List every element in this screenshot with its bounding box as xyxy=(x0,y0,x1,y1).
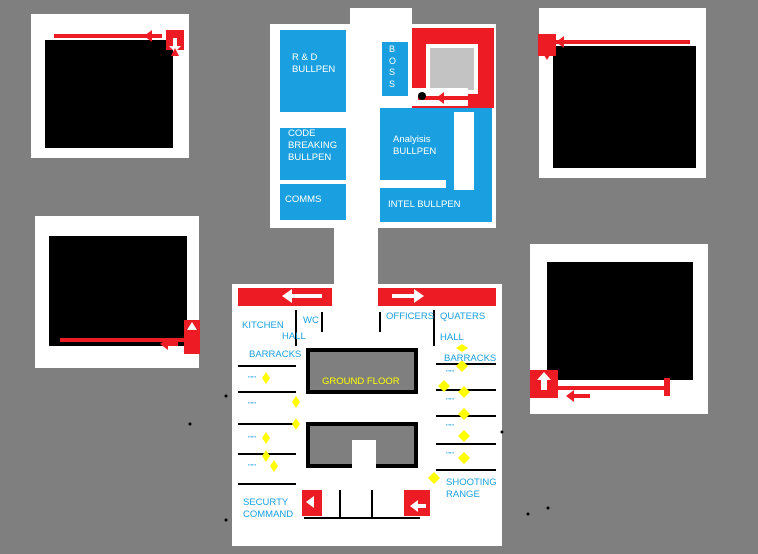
arrow-left-icon xyxy=(556,36,572,48)
label-barracks-left: BARRACKS xyxy=(249,349,302,360)
label-security-command: SECURTY COMMAND xyxy=(243,497,294,520)
label-intel: INTEL BULLPEN xyxy=(388,199,461,210)
room-comms xyxy=(280,184,346,220)
main-building-lower xyxy=(232,284,502,546)
arrow-right-icon xyxy=(306,496,314,508)
barracks-marker: '''''' xyxy=(248,464,257,471)
barracks-marker: '''''' xyxy=(446,452,455,459)
outbuilding-right xyxy=(530,244,708,414)
arrow-right-icon xyxy=(160,338,178,350)
label-hall-right: HALL xyxy=(440,332,464,343)
arrow-down-icon xyxy=(169,38,181,52)
outbuilding-left xyxy=(35,216,200,368)
barracks-marker: '''''' xyxy=(248,376,257,383)
label-wc: WC xyxy=(303,315,319,326)
label-officers: OFFICERS xyxy=(386,311,435,322)
label-code-breaking: CODE BREAKING BULLPEN xyxy=(288,128,338,163)
label-quarters: QUATERS xyxy=(440,311,486,322)
label-kitchen: KITCHEN xyxy=(242,320,284,331)
label-ground-floor: GROUND FLOOR xyxy=(322,376,400,387)
arrow-up-icon xyxy=(187,322,197,330)
room-code-breaking-bullpen xyxy=(280,128,346,180)
label-barracks-right: BARRACKS xyxy=(444,353,497,364)
arrow-left-icon xyxy=(436,92,452,104)
arrow-left-icon xyxy=(410,500,426,512)
label-hall-left: HALL xyxy=(282,331,306,342)
ground-floor-core xyxy=(310,352,414,390)
arrow-up-icon xyxy=(537,372,551,390)
label-rnd-bullpen: R & D BULLPEN xyxy=(292,52,336,75)
label-shooting-range: SHOOTING RANGE xyxy=(446,477,497,500)
label-comms: COMMS xyxy=(285,194,322,205)
arrow-right-icon xyxy=(144,30,158,42)
waypoint-markers-left xyxy=(262,372,300,472)
barracks-marker: '''''' xyxy=(446,370,455,377)
room-boss xyxy=(382,42,408,96)
arrow-left-icon xyxy=(282,289,322,303)
outbuilding-top-right xyxy=(538,8,706,178)
barracks-marker: '''''' xyxy=(446,424,455,431)
arrow-left-icon xyxy=(566,390,590,402)
arrow-down-icon xyxy=(542,52,552,60)
main-building-upper xyxy=(270,8,496,292)
label-analysis: Analyisis BULLPEN xyxy=(393,134,437,157)
barracks-marker: '''''' xyxy=(248,436,257,443)
room-intel-bullpen xyxy=(380,188,492,222)
arrow-right-icon xyxy=(392,289,424,303)
label-boss: B O S S xyxy=(389,44,397,89)
room-analysis-bullpen xyxy=(380,108,446,180)
barracks-marker: '''''' xyxy=(446,398,455,405)
barracks-marker: '''''' xyxy=(248,402,257,409)
waypoint-markers-right xyxy=(428,344,470,484)
room-rnd-bullpen xyxy=(280,30,346,112)
outbuilding-top-left xyxy=(31,14,189,158)
